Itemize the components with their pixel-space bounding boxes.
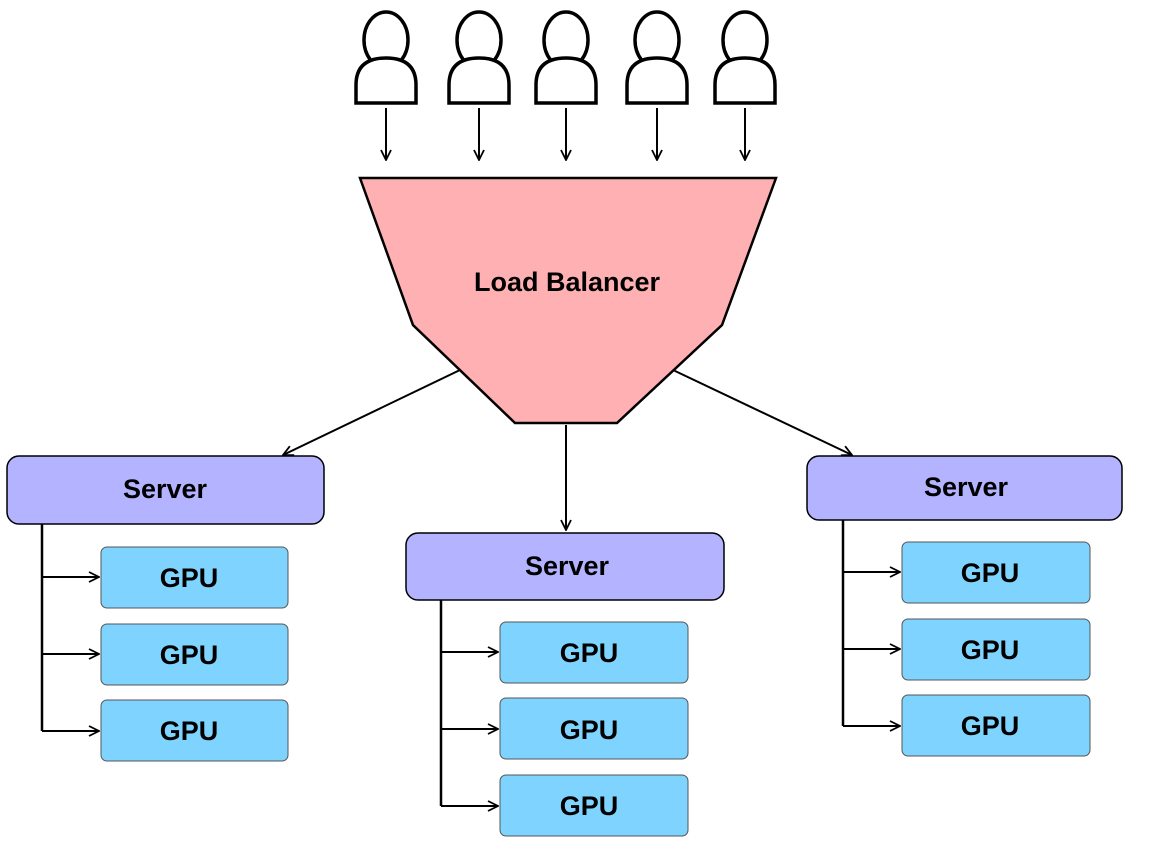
- users-row: [354, 10, 777, 105]
- user-arrows: [386, 108, 745, 160]
- gpu-label: GPU: [560, 791, 619, 821]
- gpu-label: GPU: [560, 715, 619, 745]
- gpu-box: [100, 546, 289, 609]
- gpu-label: GPU: [961, 635, 1020, 665]
- person-icon: [713, 10, 777, 105]
- load-balancer-label: Load Balancer: [474, 267, 661, 297]
- gpu-label: GPU: [961, 711, 1020, 741]
- gpu-box: [901, 541, 1091, 604]
- person-icon: [625, 10, 689, 105]
- server-box: [806, 455, 1123, 521]
- gpu-box: [100, 623, 289, 686]
- gpu-label: GPU: [160, 563, 219, 593]
- gpu-box: [499, 697, 689, 760]
- load-balancer: Load Balancer: [358, 176, 778, 425]
- person-icon: [534, 10, 598, 105]
- gpu-box: [499, 774, 689, 837]
- distribution-arrows: [283, 369, 852, 530]
- gpu-box: [499, 621, 689, 684]
- gpu-box: [901, 694, 1091, 757]
- server-group-right: Server GPU GPU GPU: [806, 455, 1123, 757]
- server-group-left: Server GPU GPU GPU: [6, 455, 325, 762]
- server-box: [405, 532, 725, 601]
- server-label: Server: [525, 551, 610, 581]
- lb-arrow-right: [672, 369, 852, 455]
- gpu-box: [100, 699, 289, 762]
- server-group-middle: Server GPU GPU GPU: [405, 532, 725, 837]
- gpu-box: [901, 618, 1091, 681]
- gpu-label: GPU: [961, 558, 1020, 588]
- server-label: Server: [924, 472, 1009, 502]
- gpu-label: GPU: [560, 638, 619, 668]
- lb-arrow-left: [283, 369, 461, 455]
- gpu-label: GPU: [160, 640, 219, 670]
- load-balancer-shape: [358, 176, 778, 425]
- person-icon: [447, 10, 511, 105]
- person-icon: [354, 10, 418, 105]
- gpu-label: GPU: [160, 716, 219, 746]
- server-box: [6, 455, 325, 525]
- server-label: Server: [123, 474, 208, 504]
